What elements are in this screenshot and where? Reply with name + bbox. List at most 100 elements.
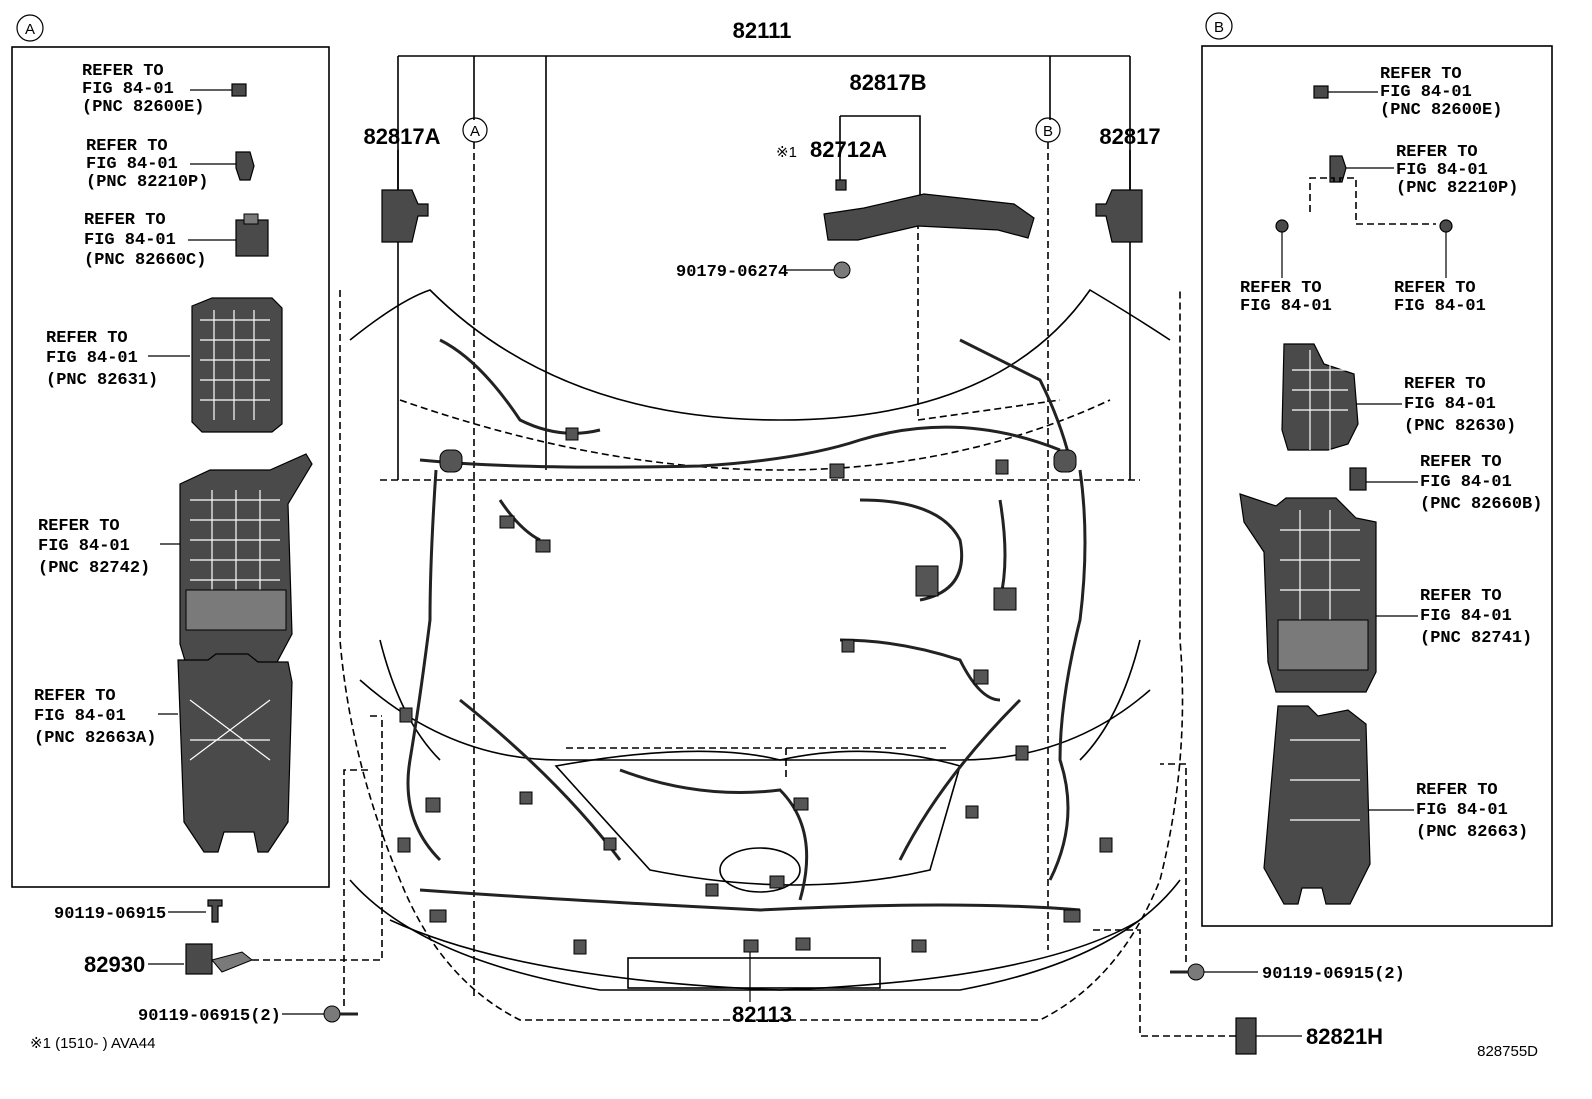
svg-text:REFER TO: REFER TO	[38, 517, 120, 536]
connector-82210p-part	[235, 151, 255, 181]
connector-82600e-b-part	[1313, 85, 1329, 99]
svg-text:REFER TO: REFER TO	[1394, 279, 1476, 298]
clamp-82821h-part	[1235, 1017, 1257, 1055]
panel-a-frame	[11, 46, 330, 888]
leader-82111	[397, 55, 1131, 480]
svg-text:FIG 84-01: FIG 84-01	[1394, 297, 1486, 316]
panel-b-ref-82600e[interactable]: REFER TO FIG 84-01 (PNC 82600E)	[1313, 65, 1502, 120]
protector-82817b-part	[823, 193, 1035, 241]
svg-text:REFER TO: REFER TO	[46, 329, 128, 348]
bolt-left-part	[1275, 219, 1289, 233]
panel-a-ref-82663a[interactable]: REFER TO FIG 84-01 (PNC 82663A)	[34, 653, 293, 853]
callout-82113[interactable]: 82113	[732, 1002, 792, 1027]
panel-a-circle-marker	[16, 14, 44, 42]
note-mark-1: ※1	[776, 144, 797, 161]
panel-a-title: A	[25, 21, 35, 38]
svg-text:REFER TO: REFER TO	[1240, 279, 1322, 298]
panel-a-ref-82660c[interactable]: REFER TO FIG 84-01 (PNC 82660C)	[84, 211, 269, 270]
svg-text:(PNC 82660C): (PNC 82660C)	[84, 251, 206, 270]
fuse-box-82742-part	[179, 453, 313, 665]
bolt-90119-c-part	[1187, 963, 1205, 981]
clip-82712a-part	[835, 179, 847, 191]
svg-text:(PNC 82663): (PNC 82663)	[1416, 823, 1528, 842]
callout-90179[interactable]: 90179-06274	[676, 263, 788, 282]
engine-bay	[339, 288, 1184, 1021]
svg-text:(PNC 82663A): (PNC 82663A)	[34, 729, 156, 748]
connector-82930-part	[185, 943, 213, 975]
emblem-outline	[719, 847, 801, 893]
relay-82660b-part	[1349, 467, 1367, 491]
svg-text:(PNC 82600E): (PNC 82600E)	[1380, 101, 1502, 120]
cowl-line	[349, 288, 1171, 421]
svg-text:FIG 84-01: FIG 84-01	[1380, 83, 1472, 102]
panel-b-ref-82741[interactable]: REFER TO FIG 84-01 (PNC 82741)	[1239, 493, 1532, 693]
callout-82712a[interactable]: 82712A	[810, 137, 887, 162]
svg-text:REFER TO: REFER TO	[1416, 781, 1498, 800]
callout-82817a[interactable]: 82817A	[363, 124, 440, 149]
svg-text:FIG 84-01: FIG 84-01	[1420, 473, 1512, 492]
svg-text:(PNC 82630): (PNC 82630)	[1404, 417, 1516, 436]
panel-b-circle-marker	[1205, 12, 1233, 40]
panel-b-ref-82663[interactable]: REFER TO FIG 84-01 (PNC 82663)	[1263, 705, 1528, 905]
svg-text:(PNC 82631): (PNC 82631)	[46, 371, 158, 390]
grille-outline	[554, 750, 961, 886]
panel-a-ref-82742[interactable]: REFER TO FIG 84-01 (PNC 82742)	[38, 453, 313, 665]
svg-text:(PNC 82210P): (PNC 82210P)	[86, 173, 208, 192]
body-outline	[339, 290, 1184, 1021]
panel-a-ref-82600e[interactable]: REFER TO FIG 84-01 (PNC 82600E)	[82, 62, 247, 117]
panel-b-ref-82210p[interactable]: REFER TO FIG 84-01 (PNC 82210P)	[1275, 143, 1518, 233]
footnote: ※1 (1510- ) AVA44	[30, 1035, 155, 1052]
panel-b-ref-82630[interactable]: REFER TO FIG 84-01 (PNC 82630)	[1281, 343, 1516, 451]
bottom-callouts: 82113 90119-06915 82930 90119-06915(2) 9…	[30, 715, 1538, 1060]
svg-text:REFER TO: REFER TO	[82, 62, 164, 81]
panel-b-title: B	[1214, 19, 1224, 36]
grommet-90179-part	[833, 261, 851, 279]
svg-text:FIG 84-01: FIG 84-01	[1404, 395, 1496, 414]
svg-text:FIG 84-01: FIG 84-01	[46, 349, 138, 368]
harness-connectors	[397, 427, 1113, 955]
bolt-right-part	[1439, 219, 1453, 233]
callout-90119-c[interactable]: 90119-06915(2)	[1262, 965, 1405, 984]
panel-a-ref-82631[interactable]: REFER TO FIG 84-01 (PNC 82631)	[46, 297, 283, 433]
connector-82210p-b-part	[1329, 155, 1347, 183]
bolt-90119-a-part	[207, 899, 223, 923]
svg-text:B: B	[1043, 123, 1053, 140]
fuse-block-82663-part	[1263, 705, 1371, 905]
panel-b-ref-bolt-left[interactable]: REFER TO FIG 84-01	[1240, 232, 1332, 316]
panel-b-ref-bolt-right[interactable]: REFER TO FIG 84-01	[1394, 232, 1486, 316]
svg-text:REFER TO: REFER TO	[84, 211, 166, 230]
bolt-90119-b-part	[323, 1005, 341, 1023]
svg-text:(PNC 82600E): (PNC 82600E)	[82, 98, 204, 117]
callout-82111[interactable]: 82111	[733, 18, 792, 43]
callout-82817[interactable]: 82817	[1099, 124, 1160, 149]
callout-90119-a[interactable]: 90119-06915	[54, 905, 166, 924]
harness-right-branch	[1048, 469, 1087, 881]
relay-82660c-part	[235, 219, 269, 257]
svg-text:REFER TO: REFER TO	[1380, 65, 1462, 84]
panel-b-ref-82660b[interactable]: REFER TO FIG 84-01 (PNC 82660B)	[1349, 453, 1542, 514]
callout-90119-b[interactable]: 90119-06915(2)	[138, 1007, 281, 1026]
svg-text:(PNC 82741): (PNC 82741)	[1420, 629, 1532, 648]
protector-82817a-part	[381, 189, 429, 243]
callout-circle-a[interactable]	[462, 117, 488, 143]
svg-text:FIG 84-01: FIG 84-01	[82, 80, 174, 99]
svg-text:REFER TO: REFER TO	[1420, 587, 1502, 606]
license-plate-outline	[627, 957, 881, 989]
callout-82930[interactable]: 82930	[84, 952, 145, 977]
main-harness-upper	[419, 425, 1061, 469]
panel-b-frame	[1201, 45, 1553, 927]
svg-text:A: A	[470, 123, 480, 140]
callout-82817b[interactable]: 82817B	[849, 70, 926, 95]
top-callouts: 82111 82817B 82817A 82817 A B ※1 82712A …	[363, 18, 1161, 1000]
svg-text:(PNC 82210P): (PNC 82210P)	[1396, 179, 1518, 198]
panel-a: A REFER TO FIG 84-01 (PNC 82600E) REFER …	[11, 14, 330, 888]
harness-left-branch	[406, 469, 442, 862]
callout-82821h[interactable]: 82821H	[1306, 1024, 1383, 1049]
svg-text:REFER TO: REFER TO	[1404, 375, 1486, 394]
panel-a-ref-82210p[interactable]: REFER TO FIG 84-01 (PNC 82210P)	[86, 137, 255, 192]
svg-text:(PNC 82742): (PNC 82742)	[38, 559, 150, 578]
svg-text:FIG 84-01: FIG 84-01	[86, 155, 178, 174]
panel-b: B REFER TO FIG 84-01 (PNC 82600E) REFER …	[1201, 12, 1553, 927]
junction-block-82631-part	[191, 297, 283, 433]
